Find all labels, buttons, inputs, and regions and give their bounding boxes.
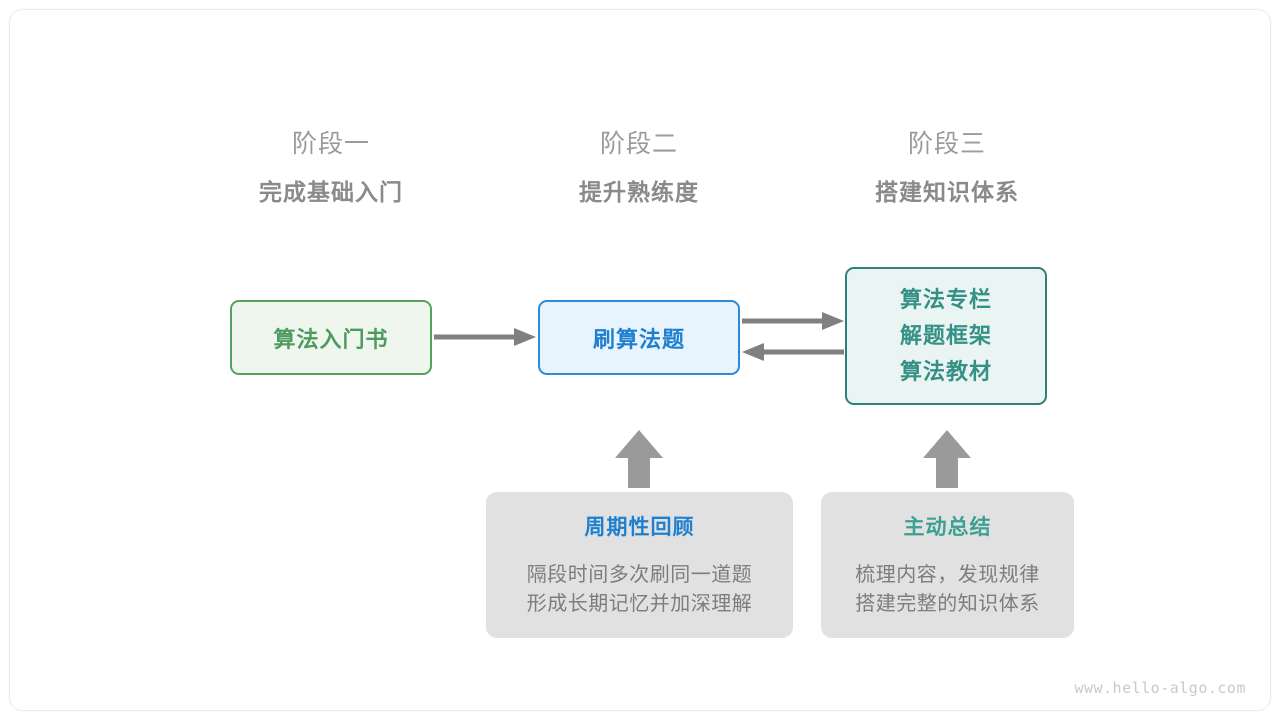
note-card-active-summary: 主动总结 梳理内容，发现规律 搭建完整的知识体系 [821, 492, 1074, 638]
flow-box-practice-problems[interactable]: 刷算法题 [538, 300, 740, 375]
flow-box-practice-problems-label: 刷算法题 [592, 326, 685, 352]
flow-box-intro-book-label: 算法入门书 [273, 326, 389, 352]
stage-3-number: 阶段三 [907, 130, 986, 158]
stage-heading-2: 阶段二 提升熟练度 [509, 128, 769, 208]
stage-1-number: 阶段一 [291, 130, 370, 158]
stage-heading-3: 阶段三 搭建知识体系 [817, 128, 1077, 208]
flow-box-intro-book[interactable]: 算法入门书 [230, 300, 432, 375]
stage-1-title: 完成基础入门 [259, 179, 403, 205]
flow-box-knowledge-line-3: 算法教材 [899, 359, 992, 384]
note-card-periodic-review-line-1: 隔段时间多次刷同一道题 [526, 564, 753, 586]
stage-3-title: 搭建知识体系 [875, 179, 1019, 205]
flow-box-knowledge-line-2: 解题框架 [899, 323, 992, 348]
note-card-periodic-review-body: 隔段时间多次刷同一道题 形成长期记忆并加深理解 [486, 561, 793, 619]
stage-heading-1: 阶段一 完成基础入门 [201, 128, 461, 208]
note-card-active-summary-line-2: 搭建完整的知识体系 [855, 593, 1040, 615]
stage-2-title: 提升熟练度 [579, 179, 699, 205]
note-card-periodic-review-title: 周期性回顾 [584, 516, 695, 539]
flow-box-knowledge-line-1: 算法专栏 [899, 287, 992, 312]
stage-2-number: 阶段二 [599, 130, 678, 158]
flow-box-knowledge-resources[interactable]: 算法专栏 解题框架 算法教材 [845, 267, 1047, 405]
note-card-periodic-review: 周期性回顾 隔段时间多次刷同一道题 形成长期记忆并加深理解 [486, 492, 793, 638]
note-card-periodic-review-line-2: 形成长期记忆并加深理解 [526, 593, 753, 615]
watermark: www.hello-algo.com [1074, 679, 1246, 697]
note-card-active-summary-title: 主动总结 [903, 516, 992, 539]
note-card-active-summary-body: 梳理内容，发现规律 搭建完整的知识体系 [821, 561, 1074, 619]
note-card-active-summary-line-1: 梳理内容，发现规律 [855, 564, 1040, 586]
